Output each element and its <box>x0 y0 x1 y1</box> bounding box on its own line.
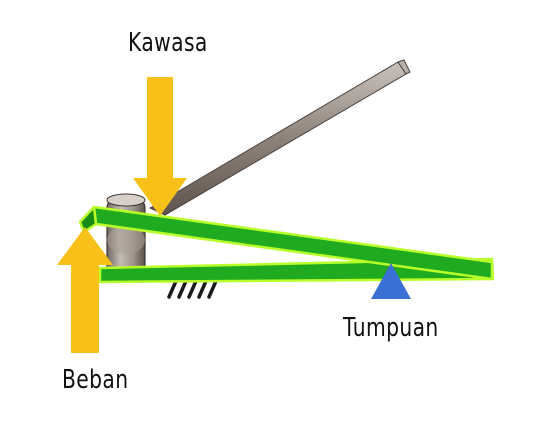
upper-lever-beam <box>78 205 494 281</box>
pivot-cylinder <box>106 193 146 279</box>
fulcrum-label: Tumpuan <box>343 313 439 343</box>
load-label: Beban <box>62 365 129 395</box>
load-arrow <box>57 227 113 353</box>
fulcrum-triangle <box>371 263 411 299</box>
handle-bar <box>148 59 411 216</box>
effort-label: Kawasa <box>128 28 208 58</box>
effort-arrow <box>133 77 187 216</box>
